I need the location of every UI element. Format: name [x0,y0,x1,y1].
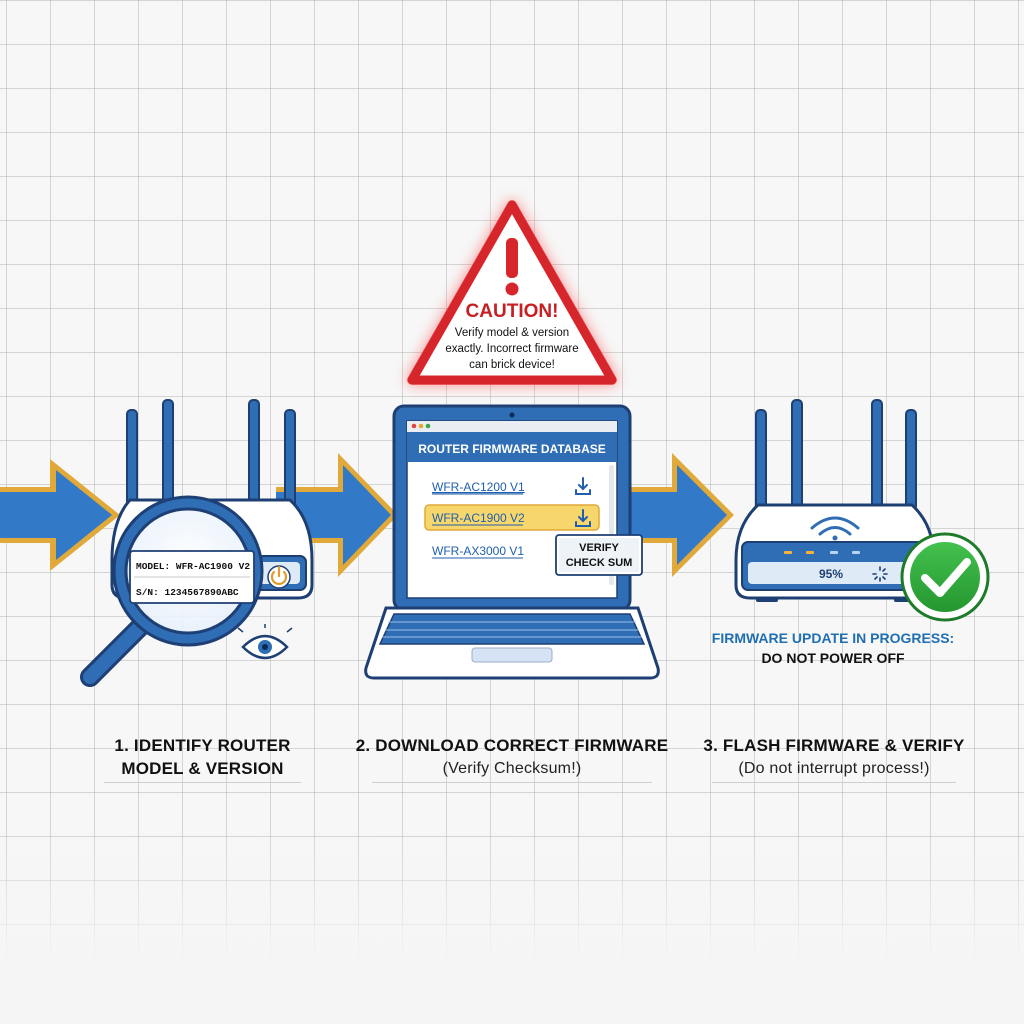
floor-fade [0,834,1024,1024]
verify-line-1: VERIFY [579,542,619,554]
update-status-line-2: DO NOT POWER OFF [761,650,905,666]
model-label-card: MODEL: WFR-AC1900 V2 S/N: 1234567890ABC [129,550,255,604]
step2-divider [372,782,652,783]
download-icon[interactable] [575,477,591,495]
step2-caption-sub: (Verify Checksum!) [442,760,582,777]
step2-caption-line-1: 2. DOWNLOAD CORRECT FIRMWARE [355,736,669,755]
update-status-line-1: FIRMWARE UPDATE IN PROGRESS: [712,630,954,646]
step1-caption-line-1: 1. IDENTIFY ROUTER [114,736,291,755]
model-label-text: MODEL: WFR-AC1900 V2 [136,561,250,572]
step1-caption: 1. IDENTIFY ROUTER MODEL & VERSION [100,734,305,780]
checkmark-icon [900,532,990,622]
download-icon[interactable] [575,509,591,527]
caution-line-1: Verify model & version [455,327,569,339]
flow-arrow-1 [0,459,120,571]
caution-line-2: exactly. Incorrect firmware [445,343,578,355]
step1-caption-line-2: MODEL & VERSION [121,759,284,778]
firmware-item-selected[interactable]: WFR-AC1900 V2 [424,504,600,531]
keyboard [382,621,642,638]
caution-title: CAUTION! [466,301,559,322]
step3-divider [712,782,956,783]
antennas [126,399,296,513]
router-step3: 95% [734,399,936,602]
power-icon[interactable] [267,565,291,589]
progress-percent: 95% [819,567,843,581]
eye-icon [237,624,293,660]
step2-caption: 2. DOWNLOAD CORRECT FIRMWARE (Verify Che… [352,734,672,780]
step1-divider [104,782,301,783]
firmware-link-3[interactable]: WFR-AX3000 V1 [432,544,524,558]
browser-title: ROUTER FIRMWARE DATABASE [418,442,606,456]
status-leds [784,551,860,554]
step3-caption-sub: (Do not interrupt process!) [738,760,930,777]
firmware-link-1[interactable]: WFR-AC1200 V1 [432,480,525,494]
firmware-item[interactable]: WFR-AX3000 V1 [432,544,524,559]
spinner-icon [872,566,888,582]
caution-line-3: can brick device! [469,359,555,371]
flow-arrow-3 [630,453,734,577]
wifi-icon [810,516,860,541]
trackpad [471,647,553,663]
firmware-item[interactable]: WFR-AC1200 V1 [432,477,591,495]
verify-checksum-button[interactable]: VERIFY CHECK SUM [555,534,643,576]
firmware-list: WFR-AC1200 V1 WFR-AC1900 V2 WFR-AX3000 V… [424,477,600,559]
serial-label-text: S/N: 1234567890ABC [136,587,239,598]
firmware-link-2[interactable]: WFR-AC1900 V2 [432,511,525,525]
verify-line-2: CHECK SUM [566,557,633,569]
flow-arrow-2 [276,453,398,577]
step3-caption: 3. FLASH FIRMWARE & VERIFY (Do not inter… [700,734,968,780]
step3-caption-line-1: 3. FLASH FIRMWARE & VERIFY [703,736,965,755]
warning-icon: CAUTION! Verify model & version exactly.… [407,200,617,385]
antennas [755,399,917,511]
